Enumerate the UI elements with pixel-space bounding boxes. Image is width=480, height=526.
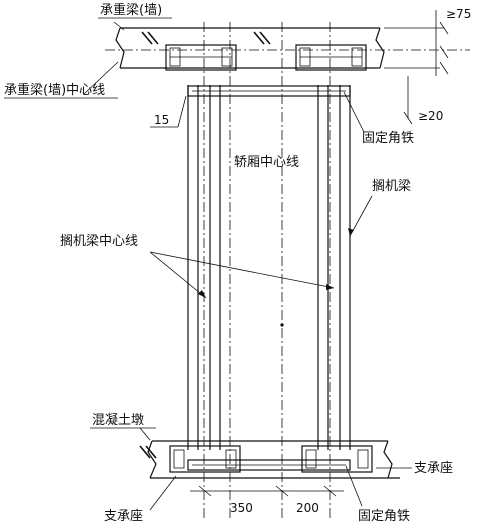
machine-beam-centerline-arrow-right <box>326 284 334 290</box>
fixed-angle-bottom-leader <box>345 465 363 507</box>
machine-beam-centerline-leader-left <box>149 251 207 299</box>
top-fixed-angle <box>187 85 351 97</box>
machine-beam-centerline-arrow-left <box>198 290 206 298</box>
dim-350-label: 350 <box>230 501 253 515</box>
dim-75-label: ≥75 <box>446 7 471 21</box>
machine-beam-centerline-leader-right <box>149 251 335 289</box>
top-bearing-beam <box>115 27 385 69</box>
fixed-angle-bottom-label: 固定角铁 <box>358 509 410 524</box>
machine-beam-centerline-label: 搁机梁中心线 <box>60 234 138 249</box>
beam-centerline-label: 承重梁(墙)中心线 <box>4 82 105 98</box>
top-beam-leader <box>113 21 125 31</box>
top-right-pad <box>295 44 367 71</box>
bottom-right-pad <box>301 445 373 473</box>
support-left-leader <box>149 475 177 511</box>
bottom-left-pad <box>169 445 241 473</box>
machine-beams <box>187 85 351 450</box>
bottom-dimension-line <box>190 485 344 497</box>
car-centerline-label: 轿厢中心线 <box>234 155 299 170</box>
support-left-label: 支承座 <box>104 509 143 524</box>
machine-beam-arrow <box>348 228 354 236</box>
top-beam-label: 承重梁(墙) <box>100 2 162 18</box>
machine-beam-label: 搁机梁 <box>372 179 411 194</box>
machine-beam-leader <box>349 195 373 237</box>
dim-20-label: ≥20 <box>418 109 443 123</box>
fixed-angle-top-leader <box>343 91 365 133</box>
right-dimension-lines <box>384 10 449 125</box>
vertical-centerlines <box>203 22 331 520</box>
bottom-fixed-angle <box>187 459 351 471</box>
concrete-pier-leader <box>139 427 151 441</box>
bottom-concrete-pier <box>139 440 400 479</box>
dim-15-label: 15 <box>154 113 169 127</box>
car-center-dot <box>280 323 284 327</box>
beam-centerline-leader <box>83 61 119 95</box>
support-right-label: 支承座 <box>414 461 453 476</box>
concrete-pier-label: 混凝土墩 <box>92 412 144 428</box>
dim-15-leader <box>177 95 187 128</box>
top-left-pad <box>165 44 237 71</box>
fixed-angle-top-label: 固定角铁 <box>362 131 414 146</box>
dim-200-label: 200 <box>296 501 319 515</box>
